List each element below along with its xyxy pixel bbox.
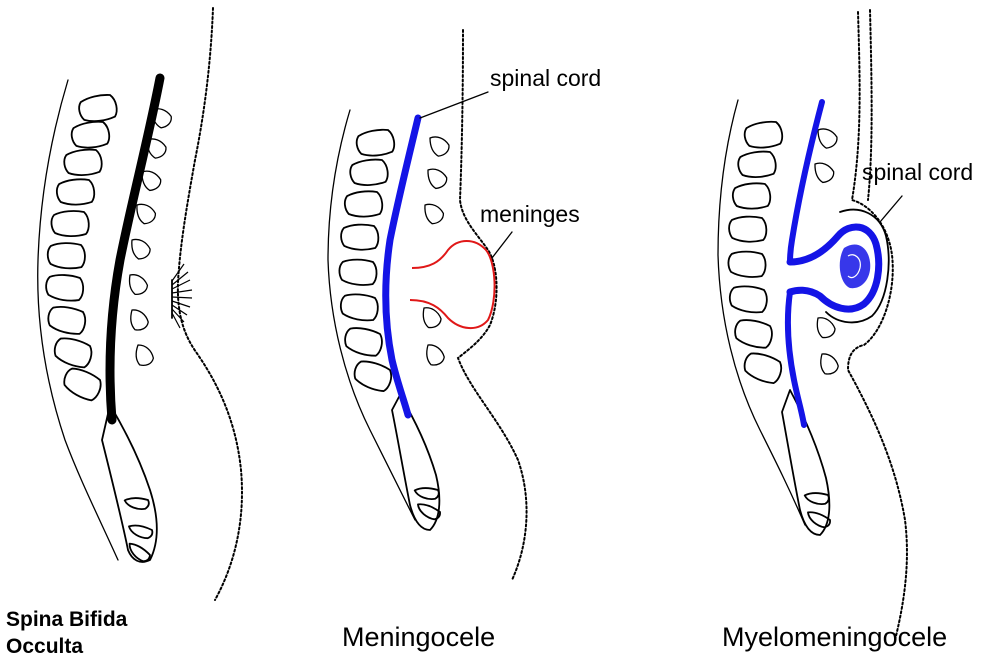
caption-spina-bifida-occulta-line2: Occulta — [6, 635, 83, 658]
caption-meningocele: Meningocele — [342, 622, 495, 652]
hair-tuft — [172, 264, 192, 328]
caption-myelomeningocele: Myelomeningocele — [722, 622, 947, 652]
panel-meningocele: spinal cord meninges — [328, 30, 601, 580]
callout-spinal-cord: spinal cord — [490, 65, 601, 91]
sacrum — [102, 405, 157, 565]
leader-spinal-cord — [420, 92, 488, 118]
spinal-cord-blue — [790, 102, 822, 262]
callout-spinal-cord: spinal cord — [862, 159, 973, 185]
skin-contour — [178, 8, 242, 600]
panel-spina-bifida-occulta — [38, 8, 242, 600]
skin-contour — [848, 12, 907, 640]
anterior-contour — [38, 80, 118, 560]
leader-spinal-cord — [880, 196, 902, 222]
panel-myelomeningocele: spinal cord — [718, 10, 973, 640]
spinal-cord-black — [110, 78, 160, 420]
sacrum — [782, 390, 832, 535]
callout-meninges: meninges — [480, 201, 580, 227]
vertebral-column — [727, 121, 785, 387]
caption-spina-bifida-occulta-line1: Spina Bifida — [6, 608, 128, 631]
sacrum — [392, 395, 442, 530]
leader-meninges — [492, 232, 512, 258]
